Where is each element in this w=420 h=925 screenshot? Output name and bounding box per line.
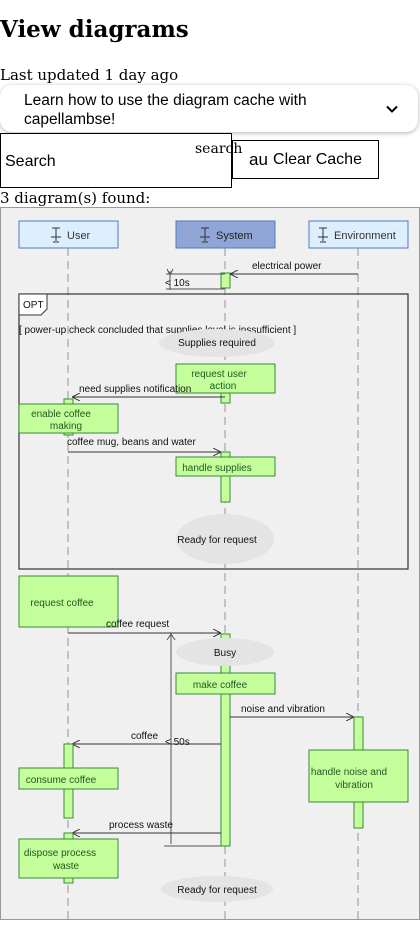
state-busy[interactable] <box>176 638 274 666</box>
constraint-10s-label: < 10s <box>165 278 190 289</box>
search-input[interactable] <box>5 152 225 172</box>
search-label: search <box>195 141 243 157</box>
lifeline-system[interactable]: System <box>175 220 276 249</box>
page-title: View diagrams <box>0 16 189 43</box>
opt-fragment-guard: [ power-up check concluded that supplies… <box>19 325 296 336</box>
function-handle-supplies[interactable] <box>175 456 276 477</box>
message-coffee-request-label: coffee request <box>106 619 169 630</box>
function-handle-supplies-label: handle supplies <box>182 463 252 474</box>
function-enable-coffee-making-label: making <box>50 421 82 432</box>
function-handle-noise-label: vibration <box>335 780 373 791</box>
function-handle-noise-label: handle noise and <box>311 767 387 778</box>
actor-icon <box>318 227 328 243</box>
help-banner-text: Learn how to use the diagram cache with … <box>24 92 307 128</box>
results-count: 3 diagram(s) found: <box>0 189 151 207</box>
lifeline-user[interactable]: User <box>18 220 119 249</box>
lifeline-environment-label: Environment <box>334 230 396 242</box>
opt-fragment-tab <box>18 293 48 316</box>
state-ready-for-request[interactable] <box>176 514 274 564</box>
actor-icon <box>51 227 61 243</box>
opt-fragment-operator: OPT <box>23 300 44 311</box>
message-noise-vibration-label: noise and vibration <box>241 704 325 715</box>
activation-bar <box>220 633 231 847</box>
lifeline-environment[interactable]: Environment <box>308 220 409 249</box>
function-consume-coffee-label: consume coffee <box>26 775 97 786</box>
sequence-diagram[interactable]: User System Environment electrical power… <box>0 207 420 921</box>
state-ready-for-request-label: Ready for request <box>177 885 257 896</box>
function-request-user-action-label: action <box>210 381 237 392</box>
diagram-canvas: User System Environment electrical power… <box>18 220 409 921</box>
function-request-coffee-label: request coffee <box>30 598 94 609</box>
message-coffee-mug-label: coffee mug, beans and water <box>67 437 196 448</box>
state-supplies-required[interactable] <box>159 329 275 357</box>
help-banner[interactable]: Learn how to use the diagram cache with … <box>0 85 418 132</box>
function-consume-coffee[interactable] <box>18 767 119 790</box>
last-updated-text: Last updated 1 day ago <box>0 66 179 84</box>
function-make-coffee[interactable] <box>175 672 276 695</box>
function-dispose-waste-label: waste <box>52 861 80 872</box>
lifeline-user-label: User <box>67 230 91 242</box>
activation-bar <box>220 451 231 503</box>
duration-constraint-50s[interactable] <box>164 633 225 847</box>
function-request-user-action[interactable] <box>175 363 276 394</box>
lifeline-system-label: System <box>216 230 253 242</box>
message-coffee-label: coffee <box>131 731 158 742</box>
clear-cache-button[interactable]: Clear Cache <box>232 140 379 179</box>
actor-icon <box>200 227 210 243</box>
message-electrical-power-label: electrical power <box>252 261 322 272</box>
function-dispose-waste-label: dispose process <box>24 848 96 859</box>
autocomplete-text: au <box>249 150 268 169</box>
message-process-waste-label: process waste <box>109 820 173 831</box>
state-busy-label: Busy <box>214 648 236 659</box>
function-enable-coffee-making[interactable] <box>18 403 119 434</box>
function-enable-coffee-making-label: enable coffee <box>31 409 91 420</box>
activation-bar <box>220 272 231 289</box>
state-ready-for-request[interactable] <box>161 876 273 902</box>
function-dispose-waste[interactable] <box>18 838 119 879</box>
chevron-down-icon[interactable] <box>384 101 400 117</box>
function-request-user-action-label: request user <box>191 369 247 380</box>
function-handle-noise[interactable] <box>308 749 409 803</box>
search-field[interactable] <box>0 133 232 188</box>
activation-bar <box>220 392 231 404</box>
state-supplies-required-label: Supplies required <box>178 338 256 349</box>
duration-constraint-10s[interactable] <box>166 268 225 290</box>
state-ready-for-request-label: Ready for request <box>177 535 257 546</box>
constraint-50s-label: < 50s <box>165 737 190 748</box>
message-need-supplies-label: need supplies notification <box>79 384 191 395</box>
function-make-coffee-label: make coffee <box>193 680 248 691</box>
function-request-coffee[interactable] <box>18 575 119 628</box>
